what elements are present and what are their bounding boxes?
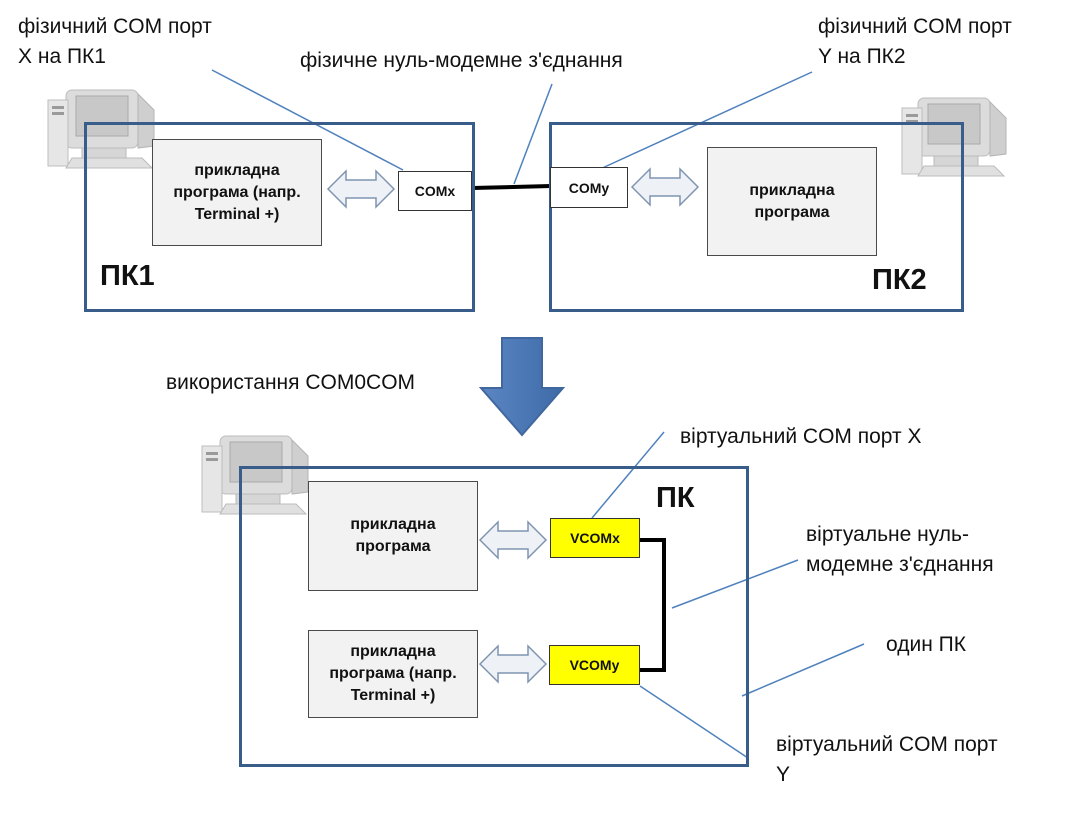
pc-label: ПК [656,482,695,514]
virtual-com-port-y-label: VCOMy [569,657,620,673]
callout-line-vcom-y [639,685,749,759]
double-arrow-icon [478,644,548,684]
pc-application-2-box: прикладна програма (напр. Terminal +) [308,630,478,718]
pc-application-1-label: прикладна програма [350,516,436,555]
virtual-com-port-x-label: VCOMx [570,530,620,546]
computer-icon [47,89,155,169]
callout-line-com-y [597,71,813,171]
pc2-com-port-label: COMy [568,179,610,196]
pc-frame [239,466,749,767]
pc-application-2-label: прикладна програма (напр. Terminal +) [329,643,457,704]
pc1-com-port-label: COMx [414,183,456,199]
pc1-application-box: прикладна програма (напр. Terminal +) [152,139,322,246]
callout-line-com-x [211,69,404,171]
down-arrow-icon [478,337,566,437]
pc1-com-port: COMx [398,171,472,211]
pc2-application-label: прикладна програма [749,181,835,221]
transition-label: використання COM0COM [166,371,416,394]
virtual-com-port-x: VCOMx [550,518,640,558]
note-physical-com-x: фізичний COM порт X на ПК1 [18,15,212,68]
double-arrow-icon [478,520,548,560]
pc2-label: ПК2 [872,264,927,296]
pc1-label: ПК1 [100,260,155,292]
note-virtual-com-y: віртуальний COM порт Y [776,733,998,786]
note-physical-com-y: фізичний COM порт Y на ПК2 [818,15,1012,68]
callout-line-null-modem [513,83,553,185]
callout-line-virt-null-modem [671,559,799,609]
note-physical-null-modem: фізичне нуль-модемне з'єднання [300,49,623,72]
pc-application-1-box: прикладна програма [308,481,478,591]
computer-icon [201,435,309,515]
pc2-com-port: COMy [550,167,628,208]
pc1-application-label: прикладна програма (напр. Terminal +) [173,161,301,223]
note-virtual-com-x: віртуальний COM порт X [680,425,922,448]
callout-line-one-pc [741,643,865,697]
note-one-pc: один ПК [886,633,966,656]
note-virtual-null-modem: віртуальне нуль-модемне з'єднання [806,523,994,576]
pc2-frame [549,122,964,312]
virtual-null-modem-cable [640,538,666,672]
double-arrow-icon [630,167,700,207]
pc2-application-box: прикладна програма [707,147,877,256]
double-arrow-icon [326,169,396,209]
pc1-frame [84,122,475,312]
virtual-com-port-y: VCOMy [549,645,640,685]
null-modem-cable [471,184,552,190]
callout-line-vcom-x [591,431,665,519]
